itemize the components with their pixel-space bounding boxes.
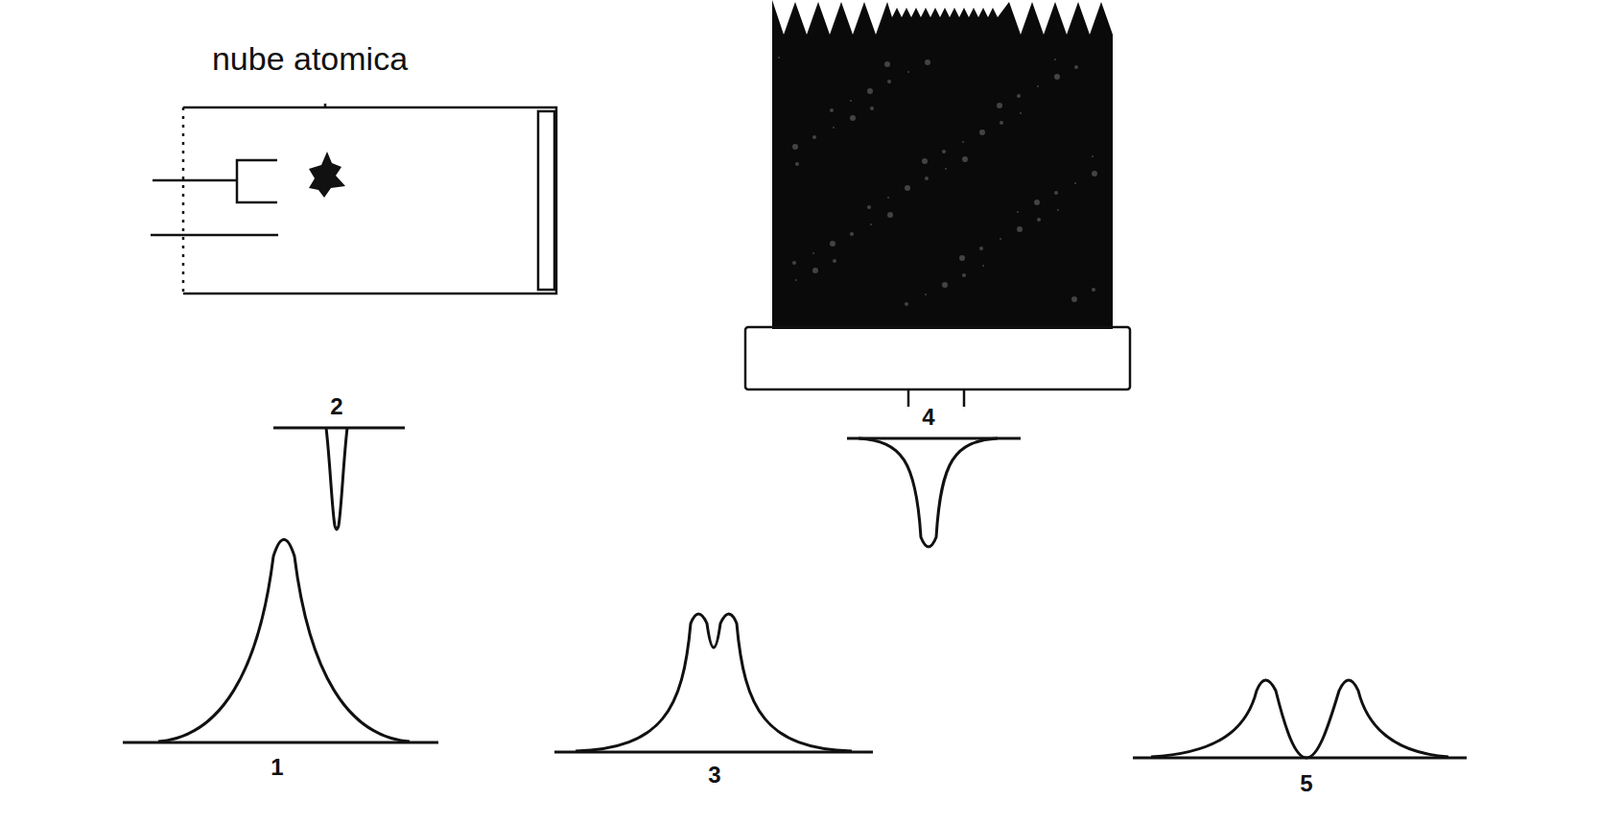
speckle [867,205,871,210]
speckle [812,135,817,140]
lamp-tube [183,107,557,294]
profile-baseline [273,426,405,430]
speckle [777,56,780,59]
callout-number: 3 [707,763,721,787]
speckle [1016,211,1019,213]
speckle [1036,85,1039,88]
speckle [1034,199,1040,206]
burner-head [745,327,1130,390]
speckle [1074,65,1079,70]
profile-baseline [122,741,439,745]
speckle [1091,155,1094,158]
speckle [870,106,874,111]
speckle [962,156,968,163]
speckle [904,185,911,191]
hollow-cathode [236,160,278,203]
speckle [982,264,985,267]
speckle [832,258,837,263]
speckle [887,196,890,199]
speckle [812,267,819,274]
speckle [795,279,798,282]
lamp-drawing [150,103,557,294]
line-profiles [122,427,1467,758]
speckle [1054,58,1057,61]
speckle [962,141,965,143]
speckle [1019,112,1022,115]
speckle [904,302,909,306]
speckle [792,260,797,265]
speckle [884,61,891,68]
emission-profile [1151,680,1449,758]
speckle [829,240,836,247]
absorption-profile [858,438,998,547]
speckle [1054,73,1060,80]
speckle [941,149,946,154]
speckle [887,79,892,84]
burner [745,327,1130,407]
speckle [1074,182,1077,185]
lamp-end [182,107,186,294]
speckle [1071,296,1078,303]
cathode-wire [152,179,237,183]
absorption-profile [326,427,348,530]
speckle [924,293,927,296]
anode-wire [150,234,279,237]
speckle [941,282,948,288]
emission-profile [158,540,410,743]
burner-stem [963,389,966,407]
speckle [1016,226,1023,233]
speckle [959,255,965,261]
speckle [907,70,910,73]
speckle [829,108,834,113]
speckle [867,88,873,95]
speckle [1016,94,1021,98]
speckle [921,158,928,165]
speckle [999,237,1002,240]
speckle [1091,170,1098,177]
burner-stem [907,389,911,407]
callout-number: 1 [270,755,283,779]
speckle [795,162,800,166]
flame [772,0,1113,330]
speckle [999,120,1004,125]
speckle [870,223,872,226]
callout-number: 4 [921,405,935,429]
speckle [1036,217,1041,222]
atomic-cloud [308,151,346,198]
profile-baseline [1132,756,1467,760]
callout-number: 2 [329,395,343,419]
profile-baseline [554,751,873,754]
speckle [887,211,894,218]
flame-texture [777,56,1098,306]
tube-mark [324,103,328,108]
lamp-window [538,111,555,290]
speckle [812,252,815,255]
speckle [849,115,856,121]
speckle [832,126,835,129]
speckle [996,102,1003,109]
speckle [1054,190,1059,195]
speckle [849,232,854,236]
speckle [1057,209,1059,212]
speckle [944,167,947,170]
speckle [962,273,966,278]
speckle [849,99,852,102]
emission-profile [575,613,852,752]
speckle [1091,287,1096,292]
lamp-label: nube atomica [211,42,408,75]
speckle [924,59,931,66]
speckle [792,143,799,150]
speckle [979,246,984,251]
callout-number: 5 [1299,772,1313,796]
speckle [924,176,929,181]
speckle [979,129,986,136]
